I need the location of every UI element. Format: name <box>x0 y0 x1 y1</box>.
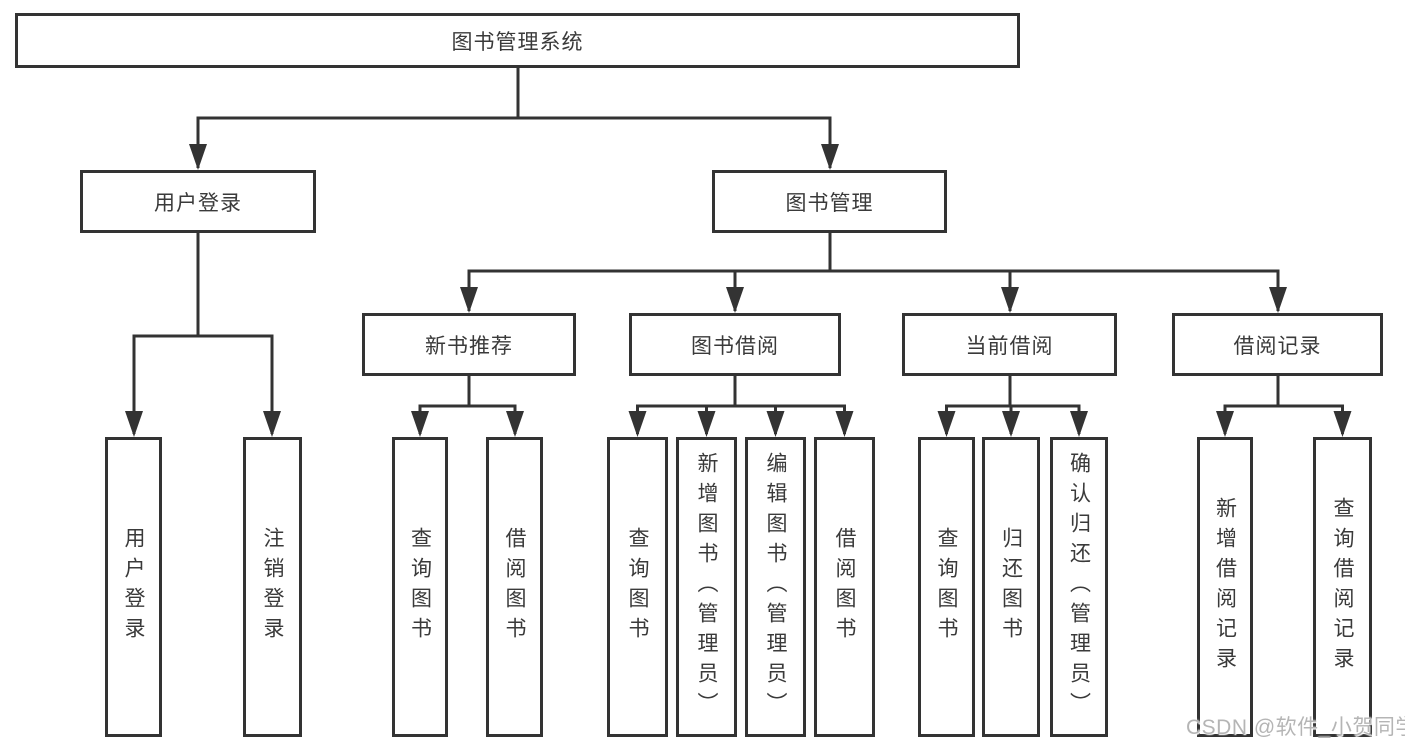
leaf-query-books-borrow: 查询图书 <box>607 437 668 737</box>
csdn-watermark: CSDN @软件_小贺同学 <box>1186 716 1405 739</box>
leaf-borrow-books-recommend: 借阅图书 <box>486 437 543 737</box>
node-book-management: 图书管理 <box>712 170 947 233</box>
leaf-borrow-books: 借阅图书 <box>814 437 875 737</box>
leaf-return-books: 归还图书 <box>982 437 1040 737</box>
leaf-query-books-recommend: 查询图书 <box>392 437 448 737</box>
node-borrowing-records: 借阅记录 <box>1172 313 1383 376</box>
node-book-borrowing: 图书借阅 <box>629 313 841 376</box>
arrowheads <box>125 144 1352 437</box>
node-new-book-recommend: 新书推荐 <box>362 313 576 376</box>
leaf-query-books-current: 查询图书 <box>918 437 975 737</box>
leaf-edit-books-admin: 编辑图书（管理员） <box>745 437 806 737</box>
leaf-add-borrow-record: 新增借阅记录 <box>1197 437 1253 737</box>
node-user-login: 用户登录 <box>80 170 316 233</box>
node-current-borrowing: 当前借阅 <box>902 313 1117 376</box>
leaf-confirm-return-admin: 确认归还（管理员） <box>1050 437 1108 737</box>
node-library-management-system: 图书管理系统 <box>15 13 1020 68</box>
leaf-logout: 注销登录 <box>243 437 302 737</box>
leaf-query-borrow-record: 查询借阅记录 <box>1313 437 1372 737</box>
leaf-add-books-admin: 新增图书（管理员） <box>676 437 737 737</box>
leaf-user-login: 用户登录 <box>105 437 162 737</box>
